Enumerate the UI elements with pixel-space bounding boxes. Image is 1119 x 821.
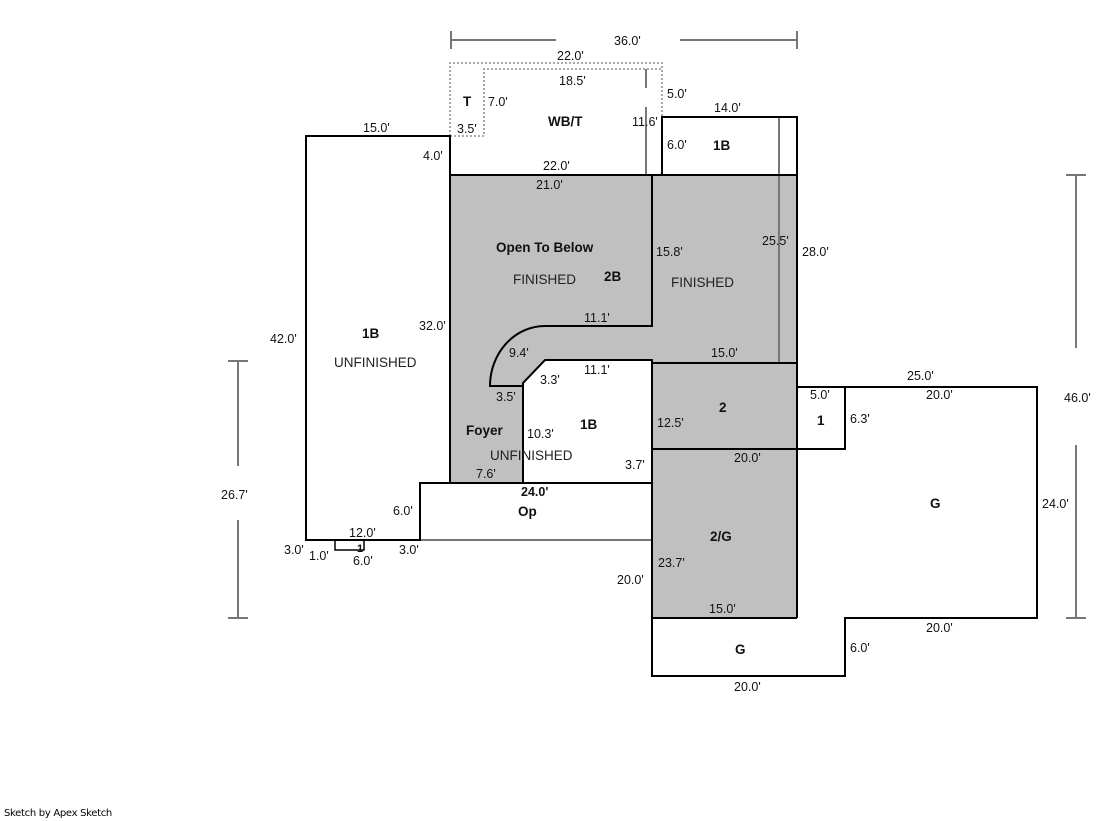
dim-label: 32.0' (419, 319, 446, 333)
dim-label: 12.5' (657, 416, 684, 430)
dim-label: 6.3' (850, 412, 870, 426)
overall-width-dimension (450, 31, 798, 49)
open-status: FINISHED (513, 272, 576, 287)
room-label-open-to-below: Open To Below (496, 240, 594, 255)
dim-label: 6.0' (353, 554, 373, 568)
dim-label: 20.0' (926, 621, 953, 635)
right-status: FINISHED (671, 275, 734, 290)
dim-label: 9.4' (509, 346, 529, 360)
dim-label: 5.0' (667, 87, 687, 101)
inner-1b-walls (522, 359, 1038, 677)
dim-label: 3.5' (457, 122, 477, 136)
room-label-stoop: 1 (357, 543, 363, 555)
room-label-inner-1b: 1B (580, 417, 598, 432)
room-label-foyer: Foyer (466, 423, 504, 438)
dim-label: 24.0' (1042, 497, 1069, 511)
dim-label: 42.0' (270, 332, 297, 346)
room-label-wbt: WB/T (548, 114, 583, 129)
dim-label: 7.6' (476, 467, 496, 481)
dim-label: 25.5' (762, 234, 789, 248)
dim-label: 22.0' (543, 159, 570, 173)
dim-label: 20.0' (734, 451, 761, 465)
dimension-labels: 22.0' 18.5' 7.0' 3.5' 5.0' 11.6' 22.0' 1… (270, 49, 1069, 694)
room-label-1: 1 (817, 413, 825, 428)
dim-label: 15.0' (711, 346, 738, 360)
dim-label: 24.0' (521, 485, 548, 499)
dim-label: 12.0' (349, 526, 376, 540)
dim-label: 1.0' (309, 549, 329, 563)
dim-label: 11.6' (632, 115, 658, 129)
sketch-credit: Sketch by Apex Sketch (4, 808, 112, 819)
dim-label: 3.5' (496, 390, 516, 404)
dim-label: 3.3' (540, 373, 560, 387)
dim-label: 18.5' (559, 74, 586, 88)
dim-label: 7.0' (488, 95, 508, 109)
room-label-op: Op (518, 504, 537, 519)
room-label-upper-1b: 1B (713, 138, 731, 153)
dim-label: 20.0' (926, 388, 953, 402)
foyer-status: UNFINISHED (490, 448, 573, 463)
dim-label: 5.0' (810, 388, 830, 402)
dim-label: 10.3' (527, 427, 554, 441)
room-label-left-1b: 1B (362, 326, 380, 341)
dim-label: 3.7' (625, 458, 645, 472)
room-label-2g: 2/G (710, 529, 732, 544)
dim-label: 6.0' (667, 138, 687, 152)
dim-label: 15.8' (656, 245, 683, 259)
room-label-t: T (463, 94, 472, 109)
right-depth-dimension (1066, 174, 1086, 619)
dim-label: 11.1' (584, 311, 610, 325)
room-label-2b: 2B (604, 269, 622, 284)
left-1b-status: UNFINISHED (334, 355, 417, 370)
dim-label: 6.0' (393, 504, 413, 518)
room-label-garage-lower: G (735, 642, 746, 657)
t-area-outline (449, 62, 663, 137)
dim-label: 25.0' (907, 369, 934, 383)
dim-label: 21.0' (536, 178, 563, 192)
overall-width-label: 36.0' (614, 34, 641, 48)
dim-label: 3.0' (284, 543, 304, 557)
dim-label: 23.7' (658, 556, 685, 570)
stoop-outline (334, 539, 365, 551)
main-walls (449, 175, 653, 483)
left-1b-walls (305, 135, 652, 541)
left-depth-dimension (228, 360, 248, 619)
right-depth-label: 46.0' (1064, 391, 1091, 405)
dim-label: 15.0' (709, 602, 736, 616)
dim-label: 4.0' (423, 149, 443, 163)
dim-label: 20.0' (734, 680, 761, 694)
wbt-walls (450, 116, 798, 618)
dim-label: 20.0' (617, 573, 644, 587)
dim-label: 22.0' (557, 49, 584, 63)
finished-area (450, 175, 797, 618)
dim-label: 3.0' (399, 543, 419, 557)
room-label-garage: G (930, 496, 941, 511)
left-depth-label: 26.7' (221, 488, 248, 502)
dim-label: 14.0' (714, 101, 741, 115)
dim-label: 28.0' (802, 245, 829, 259)
dim-label: 11.1' (584, 363, 610, 377)
dim-label: 6.0' (850, 641, 870, 655)
dim-label: 15.0' (363, 121, 390, 135)
room-label-2: 2 (719, 400, 727, 415)
